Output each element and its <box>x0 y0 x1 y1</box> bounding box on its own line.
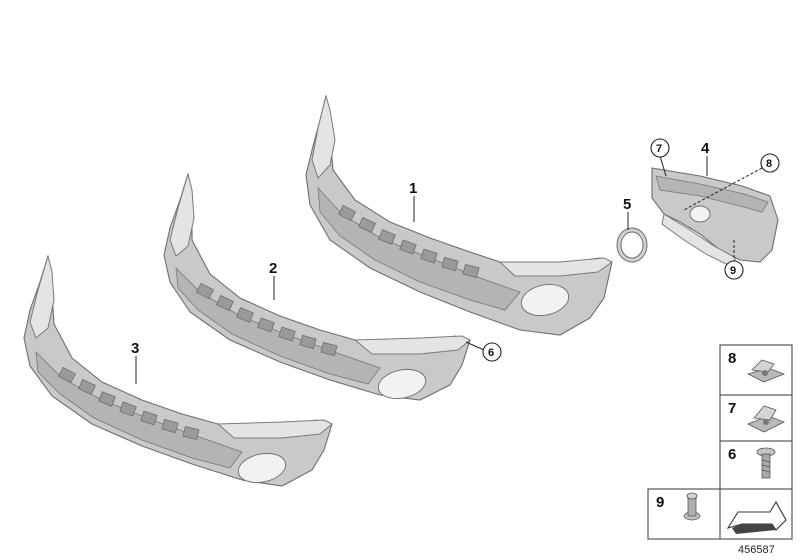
fog-light-opening-3 <box>237 452 287 484</box>
bumper-part-2 <box>163 172 471 401</box>
bumper-part-1 <box>305 94 613 336</box>
legend-cell-6 <box>719 440 793 490</box>
callout-circle-9 <box>724 260 744 280</box>
legend-label-6: 6 <box>728 446 736 463</box>
legend-label-7: 7 <box>728 400 736 417</box>
callout-part-5: 5 <box>623 196 631 213</box>
clip-nut-icon <box>747 405 785 433</box>
callout-circle-7-label: 7 <box>656 143 662 155</box>
callout-circle-6 <box>482 342 502 362</box>
callout-circle-8 <box>760 153 780 173</box>
expanding-rivet-icon <box>683 492 701 521</box>
legend-label-8: 8 <box>728 350 736 367</box>
callout-part-4: 4 <box>701 140 710 157</box>
drawing-number: 456587 <box>738 544 775 556</box>
fog-light-opening-1 <box>520 284 570 316</box>
bumper-part-3 <box>23 254 333 487</box>
speed-nut-icon <box>746 359 786 383</box>
callout-circle-9-label: 9 <box>730 265 736 277</box>
direction-arrow-icon <box>726 500 787 534</box>
leader-lines <box>135 155 763 384</box>
fog-light-opening-2 <box>377 368 427 400</box>
grille-slots-1 <box>337 204 480 278</box>
callout-circle-8-label: 8 <box>766 158 772 170</box>
callout-part-2: 2 <box>269 260 277 277</box>
callout-circle-6-label: 6 <box>488 347 494 359</box>
callout-part-3: 3 <box>131 340 139 357</box>
callout-part-1: 1 <box>409 180 417 197</box>
grille-slots-3 <box>57 366 200 440</box>
small-parts-legend: 8 7 6 9 <box>647 344 793 540</box>
bracket-opening <box>689 205 711 223</box>
legend-cell-9 <box>647 488 721 540</box>
callout-circle-7 <box>650 138 670 158</box>
ring-part-5 <box>616 227 648 263</box>
bracket-part-4 <box>651 167 779 267</box>
legend-label-9: 9 <box>656 494 664 511</box>
grille-slots-2 <box>195 282 338 356</box>
screw-icon <box>756 447 776 479</box>
